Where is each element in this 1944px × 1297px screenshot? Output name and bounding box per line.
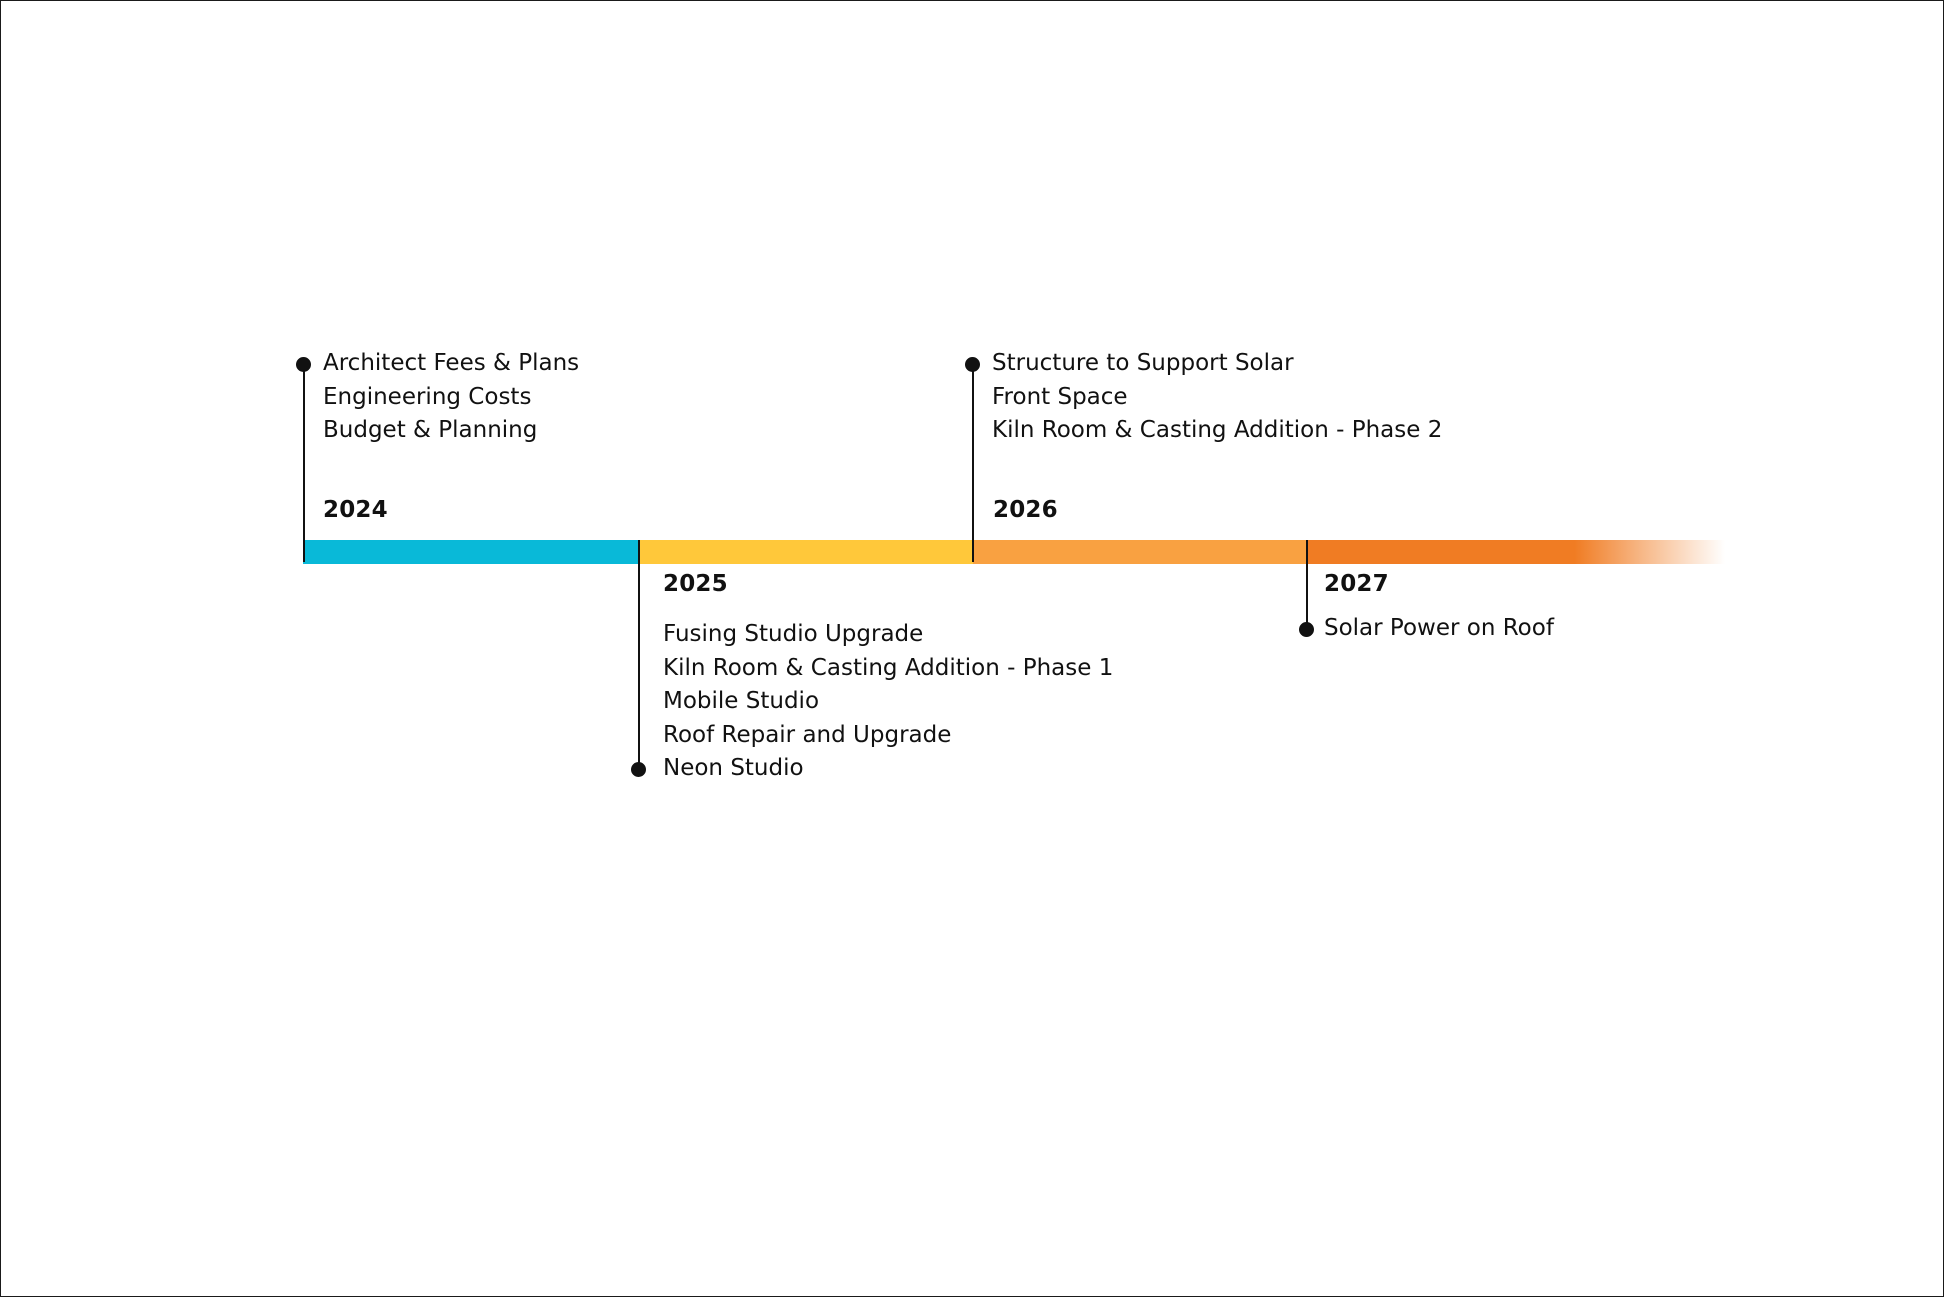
year-label-2025: 2025 — [663, 571, 728, 597]
milestone-items-2025: Fusing Studio Upgrade Kiln Room & Castin… — [663, 618, 1113, 786]
milestone-item: Structure to Support Solar — [992, 350, 1294, 376]
milestone-items-2024: Architect Fees & Plans Engineering Costs… — [323, 347, 579, 448]
milestone-item: Architect Fees & Plans — [323, 350, 580, 376]
year-label-2026: 2026 — [993, 497, 1058, 523]
milestone-dot-2024 — [296, 357, 311, 372]
connector-line-2025 — [638, 540, 640, 770]
milestone-item: Front Space — [992, 383, 1128, 410]
connector-line-2027 — [1306, 540, 1308, 630]
year-label-2027: 2027 — [1324, 571, 1389, 597]
timeline-segment-2025 — [639, 540, 973, 564]
milestone-item: Engineering Costs — [323, 383, 532, 410]
connector-line-2024 — [303, 364, 305, 562]
milestone-item: Kiln Room & Casting Addition - Phase 1 — [663, 654, 1114, 681]
milestone-item: Neon Studio — [663, 755, 804, 781]
timeline-segment-2024 — [303, 540, 639, 564]
milestone-items-2026: Structure to Support Solar Front Space K… — [992, 347, 1442, 448]
milestone-item: Solar Power on Roof — [1324, 615, 1554, 641]
milestone-item: Fusing Studio Upgrade — [663, 621, 924, 647]
timeline-segment-2027 — [1307, 540, 1725, 564]
year-label-2024: 2024 — [323, 497, 388, 523]
connector-line-2026 — [972, 364, 974, 562]
milestone-item: Roof Repair and Upgrade — [663, 721, 952, 748]
milestone-dot-2026 — [965, 357, 980, 372]
milestone-dot-2025 — [631, 762, 646, 777]
milestone-items-2027: Solar Power on Roof — [1324, 612, 1554, 646]
milestone-item: Budget & Planning — [323, 417, 538, 443]
milestone-item: Mobile Studio — [663, 688, 820, 714]
milestone-item: Kiln Room & Casting Addition - Phase 2 — [992, 417, 1443, 443]
milestone-dot-2027 — [1299, 622, 1314, 637]
timeline-segment-2026 — [973, 540, 1307, 564]
